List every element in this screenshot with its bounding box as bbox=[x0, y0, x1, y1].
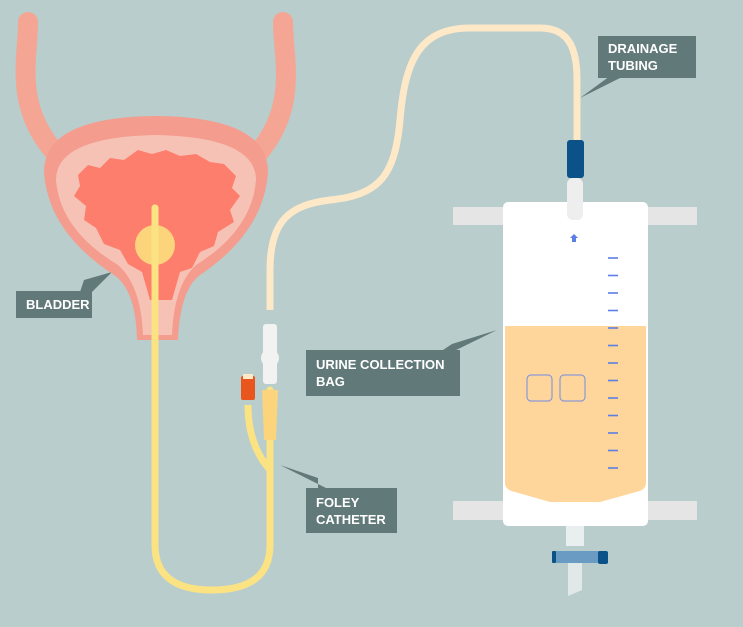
foley-catheter-tube bbox=[151, 204, 274, 594]
label-line: URINE COLLECTION bbox=[316, 357, 445, 372]
foley-pointer bbox=[280, 465, 330, 490]
bag-window-left bbox=[526, 374, 553, 402]
drainage-tubing-label: DRAINAGE TUBING bbox=[598, 36, 696, 78]
label-line: FOLEY bbox=[316, 494, 360, 510]
urine-level bbox=[505, 326, 646, 502]
bladder-label: BLADDER bbox=[16, 291, 92, 318]
label-line: BAG bbox=[316, 374, 345, 389]
catheter-funnel bbox=[262, 390, 278, 440]
flow-arrow-icon bbox=[570, 234, 578, 242]
label-line: DRAINAGE bbox=[608, 41, 678, 56]
drain-valve bbox=[553, 551, 603, 563]
bag-pointer bbox=[440, 330, 497, 352]
inflation-valve-cap bbox=[241, 376, 255, 400]
drain-outlet bbox=[568, 560, 582, 596]
label-line: BLADDER bbox=[26, 297, 90, 312]
bag-window-right bbox=[559, 374, 586, 402]
right-ureter bbox=[242, 12, 296, 170]
drainage-pointer bbox=[580, 76, 620, 98]
bladder-pointer bbox=[80, 272, 112, 292]
volume-ticks bbox=[608, 257, 618, 469]
label-line: TUBING bbox=[608, 58, 658, 73]
foley-catheter-label: FOLEY CATHETER bbox=[306, 488, 397, 533]
blue-connector bbox=[567, 140, 584, 178]
left-ureter bbox=[15, 12, 72, 170]
label-line: CATHETER bbox=[316, 511, 386, 527]
drainage-tubing bbox=[266, 24, 581, 310]
foley-inflation-branch bbox=[244, 404, 273, 473]
urine-collection-bag-label: URINE COLLECTION BAG bbox=[306, 350, 460, 396]
